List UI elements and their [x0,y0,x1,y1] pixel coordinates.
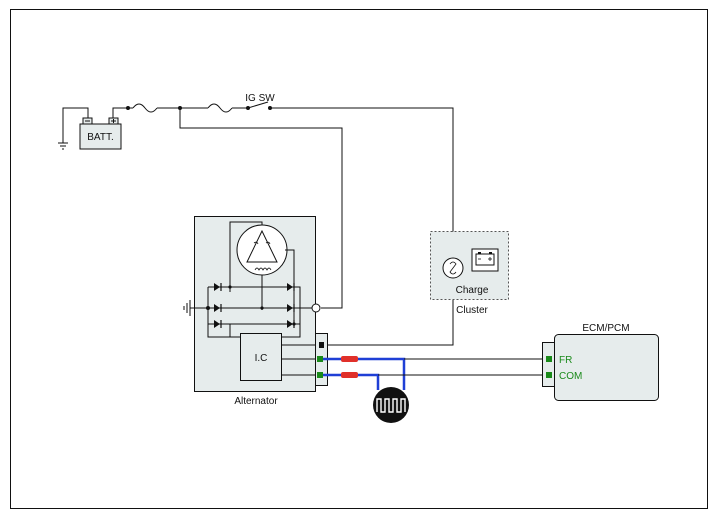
junction-dot [126,106,130,110]
battery-to-alternator-b-wire [179,108,343,309]
com-ecm-pin [546,372,552,378]
lamp-icon [442,257,464,279]
stator-icon [236,224,288,276]
ecm-pcm: ECM/PCM FR COM [542,323,659,401]
ecm-connector [542,342,555,387]
ic-regulator [240,333,282,381]
battery-ground-wire [62,107,89,143]
battery-group: BATT. [58,107,122,150]
ignition-switch-label: IG SW [245,93,275,104]
com-terminal-pin [317,372,323,378]
l-terminal-pin [319,342,324,348]
com-label: COM [559,371,582,382]
red-wire-marker-icon [341,356,358,362]
ic-label: I.C [255,353,268,364]
fuse-icon [132,103,158,113]
pwm-signal-icon [373,387,409,423]
rectifier-bridge [207,286,301,338]
ground-icon [58,142,68,150]
battery [79,123,122,150]
ground-icon [183,300,191,316]
cluster-label: Cluster [456,305,488,316]
ignition-switch: IG SW [245,93,275,109]
fr-terminal-pin [317,356,323,362]
charge-label: Charge [456,285,489,296]
cluster: Charge Cluster [430,231,509,316]
ignition-to-cluster-wire [270,107,454,234]
diagram-frame [10,9,708,509]
fuse-icon [207,103,233,113]
battery-warning-icon [471,248,499,272]
fr-label: FR [559,355,572,366]
alternator-label: Alternator [234,396,278,407]
alternator: I.C Alternator [183,216,328,407]
b-terminal [311,303,321,313]
battery-label: BATT. [87,132,113,143]
ecm-label: ECM/PCM [582,323,629,334]
red-wire-marker-icon [341,372,358,378]
fr-ecm-pin [546,356,552,362]
ecm-body [554,334,659,401]
